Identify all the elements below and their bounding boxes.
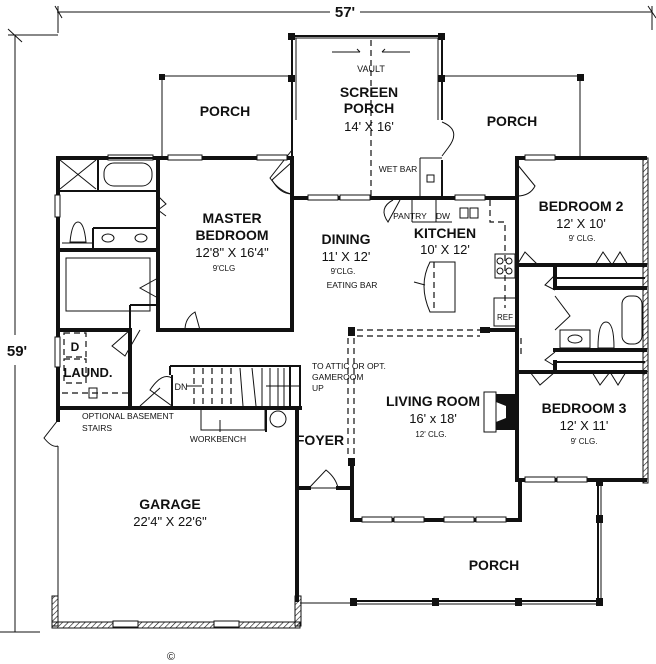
garage-size: 22'4" X 22'6" bbox=[133, 514, 207, 529]
master-bedroom-label-line1: MASTER bbox=[202, 210, 261, 226]
bedroom3-size: 12' X 11' bbox=[560, 418, 609, 433]
attic-label-line1: TO ATTIC OR OPT. bbox=[312, 361, 386, 371]
living-room-label: LIVING ROOM bbox=[386, 393, 480, 409]
porch-right: PORCH bbox=[442, 74, 584, 158]
attic-label-line3: UP bbox=[312, 383, 324, 393]
living-room-size: 16' x 18' bbox=[409, 411, 457, 426]
stairs-down-label: DN bbox=[175, 382, 188, 392]
dining-label: DINING bbox=[322, 231, 371, 247]
garage: GARAGE 22'4" X 22'6" © bbox=[43, 406, 302, 663]
bedroom2-size: 12' X 10' bbox=[556, 216, 606, 231]
living-foyer: LIVING ROOM 16' x 18' 12' CLG. FOYER bbox=[295, 338, 522, 523]
porch-left-label: PORCH bbox=[200, 103, 251, 119]
porch-right-label: PORCH bbox=[487, 113, 538, 129]
porch-front: PORCH bbox=[300, 480, 603, 606]
master-bedroom-label-line2: BEDROOM bbox=[195, 227, 268, 243]
laundry-label: LAUND. bbox=[63, 365, 112, 380]
workbench-label: WORKBENCH bbox=[190, 434, 246, 444]
master-suite: MASTER BEDROOM 12'8" X 16'4" 9'CLG bbox=[56, 156, 294, 357]
foyer-label: FOYER bbox=[296, 432, 344, 448]
living-room-ceiling: 12' CLG. bbox=[415, 430, 446, 439]
master-bedroom-size: 12'8" X 16'4" bbox=[195, 245, 269, 260]
wet-bar-label: WET BAR bbox=[379, 164, 418, 174]
dishwasher-label: DW bbox=[436, 211, 450, 221]
bedroom2-label: BEDROOM 2 bbox=[539, 198, 624, 214]
depth-dimension-label: 59' bbox=[7, 343, 27, 360]
screen-porch: VAULT SCREEN PORCH 14' X 16' WET BAR bbox=[269, 33, 455, 200]
copyright-mark: © bbox=[167, 651, 175, 663]
dining-ceiling: 9'CLG. bbox=[331, 267, 356, 276]
kitchen-label: KITCHEN bbox=[414, 225, 476, 241]
pantry-label: PANTRY bbox=[393, 211, 427, 221]
screen-porch-size: 14' X 16' bbox=[344, 119, 394, 134]
master-bedroom-ceiling: 9'CLG bbox=[213, 264, 235, 273]
basement-label-line1: OPTIONAL BASEMENT bbox=[82, 411, 174, 421]
refrigerator-label: REF bbox=[497, 313, 513, 322]
basement-label-line2: STAIRS bbox=[82, 423, 112, 433]
screen-porch-label-line1: SCREEN bbox=[340, 84, 398, 100]
dimension-width: 57' bbox=[54, 4, 656, 33]
stairs: DN TO ATTIC OR OPT. GAMEROOM UP WORKBENC… bbox=[56, 361, 386, 444]
vault-label: VAULT bbox=[357, 64, 385, 74]
kitchen-size: 10' X 12' bbox=[420, 242, 470, 257]
width-dimension-label: 57' bbox=[335, 4, 355, 21]
bedroom-wing: BEDROOM 2 12' X 10' 9' CLG. BEDROOM 3 12… bbox=[515, 163, 647, 483]
dining-kitchen: REF PANTRY DW KITCHEN 10' X 12' DINING 1… bbox=[290, 196, 519, 337]
dryer-label: D bbox=[71, 340, 80, 354]
garage-label: GARAGE bbox=[139, 496, 200, 512]
bedroom3-label: BEDROOM 3 bbox=[542, 400, 627, 416]
dimension-depth: 59' bbox=[0, 28, 58, 633]
porch-front-label: PORCH bbox=[469, 557, 520, 573]
porch-left: PORCH bbox=[159, 74, 292, 158]
laundry-room: D LAUND. bbox=[62, 328, 132, 410]
bedroom2-ceiling: 9' CLG. bbox=[569, 234, 596, 243]
dining-size: 11' X 12' bbox=[322, 249, 371, 264]
eating-bar-label: EATING BAR bbox=[327, 280, 378, 290]
screen-porch-label-line2: PORCH bbox=[344, 100, 395, 116]
bedroom3-ceiling: 9' CLG. bbox=[571, 437, 598, 446]
attic-label-line2: GAMEROOM bbox=[312, 372, 363, 382]
